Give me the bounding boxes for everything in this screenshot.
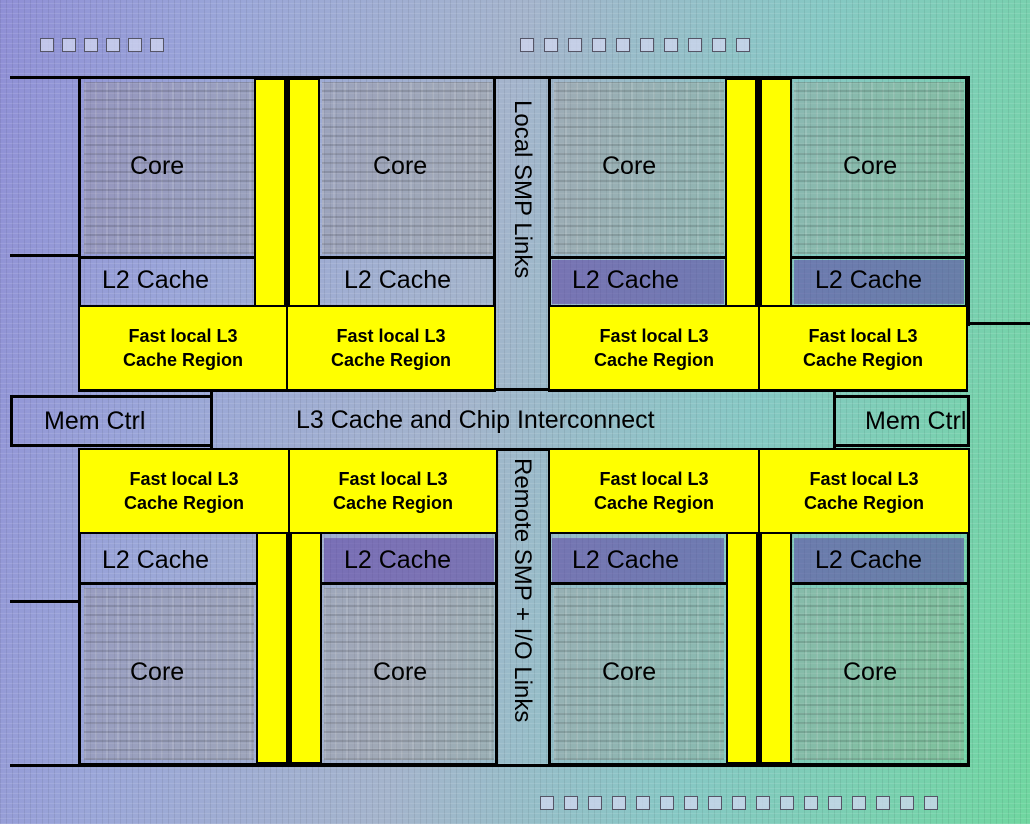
l3-bar-vertical [760,532,792,764]
l2-cache-area [794,260,964,304]
l2-cache-label: L2 Cache [572,546,680,574]
l2-top-border [78,256,256,259]
interconnect-label: L3 Cache and Chip Interconnect [296,406,655,434]
l2-cache-area [552,538,724,582]
l2-cache-label: L2 Cache [344,546,452,574]
l2-cache-area [552,260,724,304]
l2-bottom-border [790,582,968,585]
l2-bottom-border [320,582,498,585]
l3-bar-vertical [256,532,288,764]
l2-cache-label: L2 Cache [102,546,210,574]
interconnect-box [210,388,836,451]
mem-ctrl-left-label: Mem Ctrl [44,407,146,435]
l2-cache-label: L2 Cache [572,266,680,294]
l3-bar-vertical [726,532,758,764]
l3-bar-vertical [254,78,286,308]
core-label: Core [130,658,185,686]
core-label: Core [843,152,898,180]
core-label: Core [602,658,657,686]
remote-smp-io-links-label: Remote SMP + I/O Links [509,458,536,723]
l3-bar-vertical [288,78,320,308]
local-smp-links-label: Local SMP Links [509,100,536,279]
l3-bar-vertical [725,78,757,308]
l2-top-border [548,256,726,259]
l3-bar-vertical [760,78,792,308]
mem-ctrl-right-label: Mem Ctrl [865,407,967,435]
l2-cache-area [794,538,964,582]
right-upper-divider [965,322,1030,325]
l2-cache-label: L2 Cache [344,266,452,294]
core-die-area [794,588,964,760]
core-die-area [324,588,494,760]
core-die-area [794,82,964,254]
core-label: Core [373,658,428,686]
l2-top-border [318,256,496,259]
l2-top-border [790,256,968,259]
l3-bar-vertical [290,532,322,764]
core-die-area [554,82,724,254]
l2-bottom-border [548,582,728,585]
core-label: Core [373,152,428,180]
l2-cache-area [324,538,494,582]
core-die-area [322,82,492,254]
core-die-area [84,588,254,760]
l2-bottom-border [78,582,258,585]
l2-cache-label: L2 Cache [815,546,923,574]
left-upper-divider [10,254,80,257]
core-label: Core [602,152,657,180]
l2-cache-label: L2 Cache [815,266,923,294]
core-label: Core [130,152,185,180]
right-boundary-line [967,76,970,326]
core-die-area [554,588,724,760]
left-lower-divider [10,600,80,603]
core-die-area [84,82,254,254]
l2-cache-label: L2 Cache [102,266,210,294]
core-label: Core [843,658,898,686]
